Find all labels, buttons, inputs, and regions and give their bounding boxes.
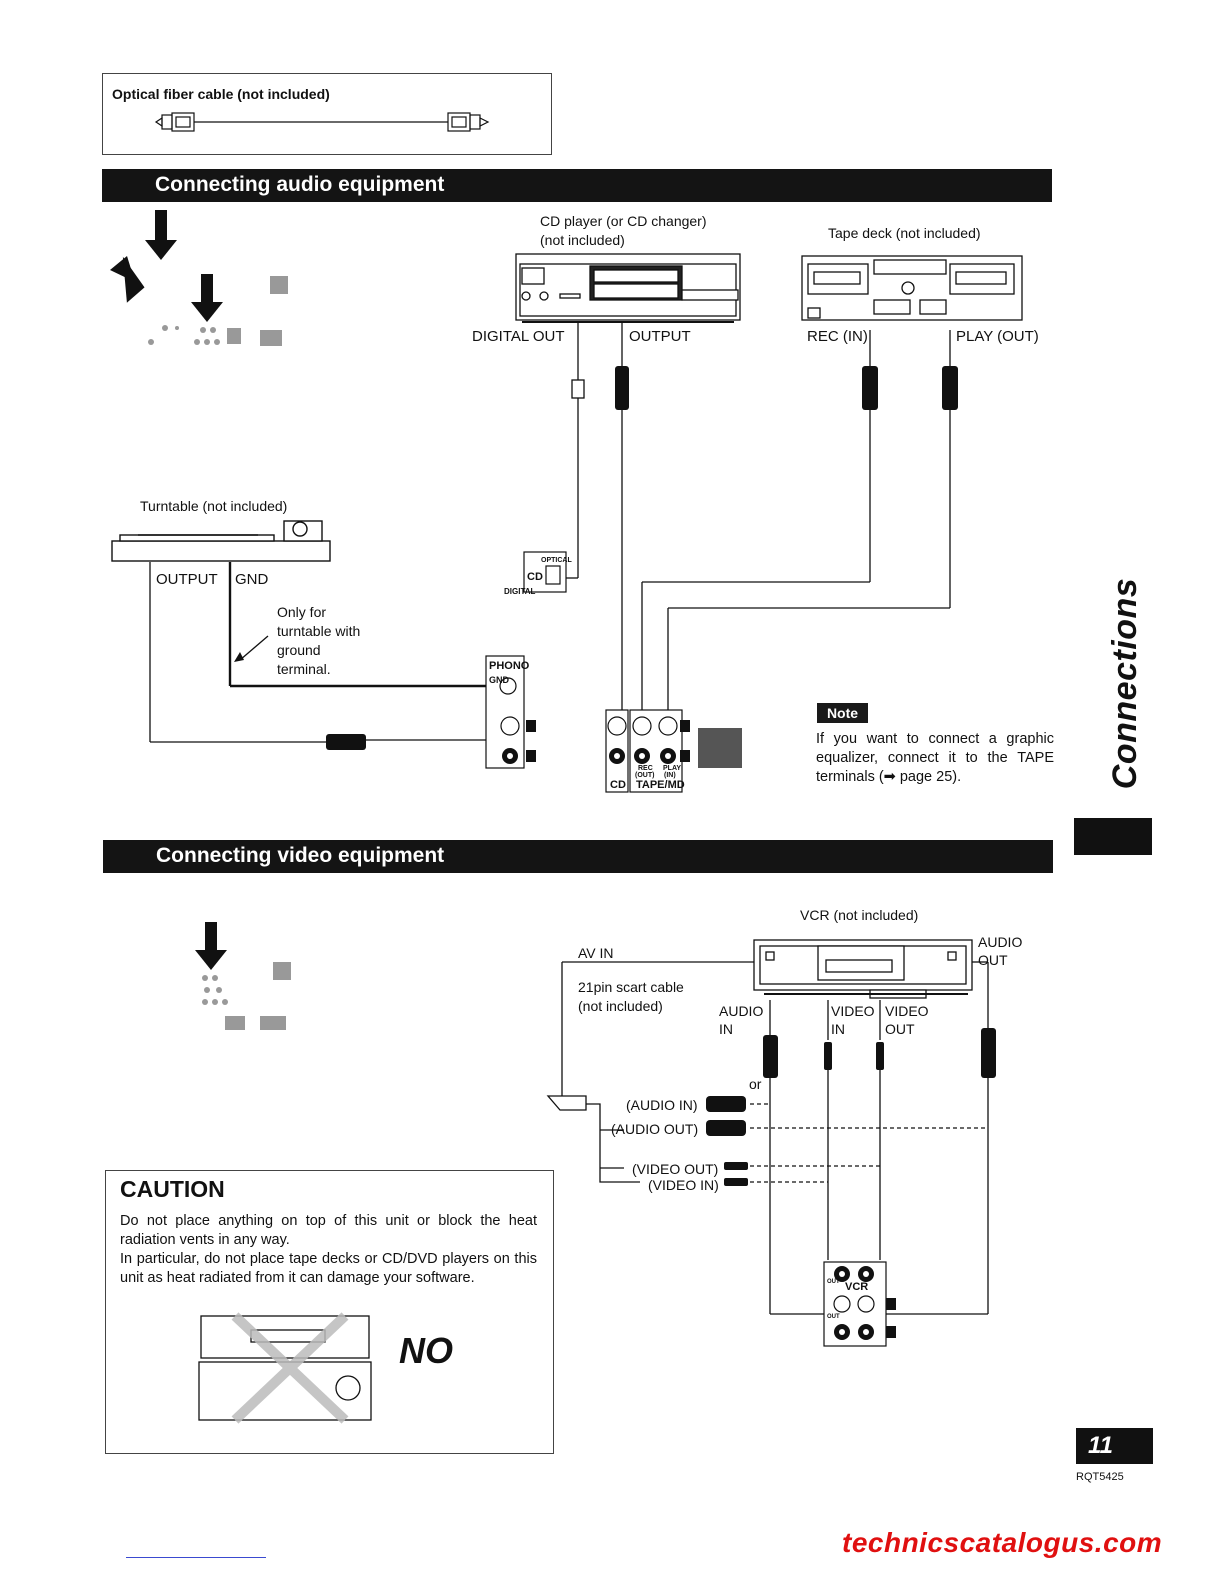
note-text: If you want to connect a graphic equaliz… [816,731,1054,785]
scart-label-1: 21pin scart cable [578,979,684,995]
panel-optical-label: OPTICAL [541,557,572,564]
audio-cabling [149,322,958,750]
adapter-video-out: (VIDEO OUT) [632,1161,719,1177]
panel-in-label: (IN) [664,772,676,779]
video-section-header: Connecting video equipment [103,840,1053,873]
website-watermark: technicscatalogus.com [842,1527,1163,1558]
tape-deck-label: Tape deck (not included) [828,225,981,241]
note-tag: Note [817,703,868,723]
optical-cable-label: Optical fiber cable (not included) [112,86,330,102]
cd-player-note: (not included) [540,232,625,248]
document-code: RQT5425 [1076,1471,1124,1483]
panel-cd-digital-label: CD [527,571,543,583]
rear-panel-thumbnail-video [195,922,291,1030]
audio-section-title: Connecting audio equipment [155,173,445,196]
vcr-panel-out2-label: OUT [827,1314,840,1320]
video-cabling [546,961,996,1315]
panel-out-label: (OUT) [635,772,655,779]
av-in-label: AV IN [578,945,614,961]
vcr-illustration [753,939,973,999]
vcr-rear-panel [823,1261,896,1347]
vcr-audio-out-1: AUDIO [978,934,1023,950]
optical-cable-illustration [154,112,490,132]
turntable-output-label: OUTPUT [156,571,218,588]
ground-note-3: ground [277,642,321,658]
tape-play-out-label: PLAY (OUT) [956,328,1039,345]
vcr-panel-out-label: OUT [827,1279,840,1285]
ground-note-1: Only for [277,604,327,620]
tape-rec-in-label: REC (IN) [807,328,868,345]
cd-player-label: CD player (or CD changer) [540,213,707,229]
cd-digital-out-label: DIGITAL OUT [472,328,565,345]
audio-in-label-2: IN [719,1021,733,1037]
ground-note-2: turntable with [277,623,361,639]
video-section-title: Connecting video equipment [156,844,445,867]
rear-panel-thumbnail-audio [110,210,288,346]
panel-phono-label: PHONO [489,660,530,672]
panel-cd-label: CD [610,779,626,791]
link-underline [126,1557,266,1558]
caution-text-2: In particular, do not place tape decks o… [120,1251,537,1286]
tape-deck-illustration [801,255,1023,321]
video-in-label-2: IN [831,1021,845,1037]
vcr-panel-label: VCR [845,1281,869,1293]
no-label: NO [399,1330,453,1371]
scart-label-2: (not included) [578,998,663,1014]
video-out-label-2: OUT [885,1021,915,1037]
video-out-label-1: VIDEO [885,1003,929,1019]
optical-cable-box [102,73,552,155]
cd-player-illustration [515,253,741,323]
panel-digital-label: DIGITAL [504,587,536,596]
side-tab-label: Connections [1106,577,1145,790]
adapter-audio-out: (AUDIO OUT) [611,1121,699,1137]
vcr-label: VCR (not included) [800,907,919,923]
video-in-label-1: VIDEO [831,1003,875,1019]
turntable-gnd-label: GND [235,571,269,588]
stacking-warning-illustration [198,1312,372,1424]
caution-heading: CAUTION [120,1176,225,1202]
audio-rear-panel [485,551,742,793]
caution-text-1: Do not place anything on top of this uni… [120,1213,537,1248]
turntable-illustration [111,520,331,562]
page-number: 11 [1076,1428,1153,1464]
side-tab-block [1074,818,1152,855]
panel-gnd-label: GND [489,675,509,685]
audio-in-label-1: AUDIO [719,1003,764,1019]
or-label: or [749,1076,762,1092]
vcr-audio-out-2: OUT [978,952,1008,968]
panel-rec-label: REC [638,765,653,772]
caution-paragraphs: Do not place anything on top of this uni… [120,1212,537,1288]
adapter-audio-in: (AUDIO IN) [626,1097,698,1113]
panel-tape-md-label: TAPE/MD [636,779,685,791]
adapter-video-in: (VIDEO IN) [648,1177,719,1193]
ground-note-4: terminal. [277,661,331,677]
cd-output-label: OUTPUT [629,328,691,345]
caution-box [105,1170,554,1454]
side-tab: Connections [1090,578,1150,789]
panel-play-label: PLAY [663,765,682,772]
audio-section-header: Connecting audio equipment [102,169,1052,202]
turntable-label: Turntable (not included) [140,498,288,514]
